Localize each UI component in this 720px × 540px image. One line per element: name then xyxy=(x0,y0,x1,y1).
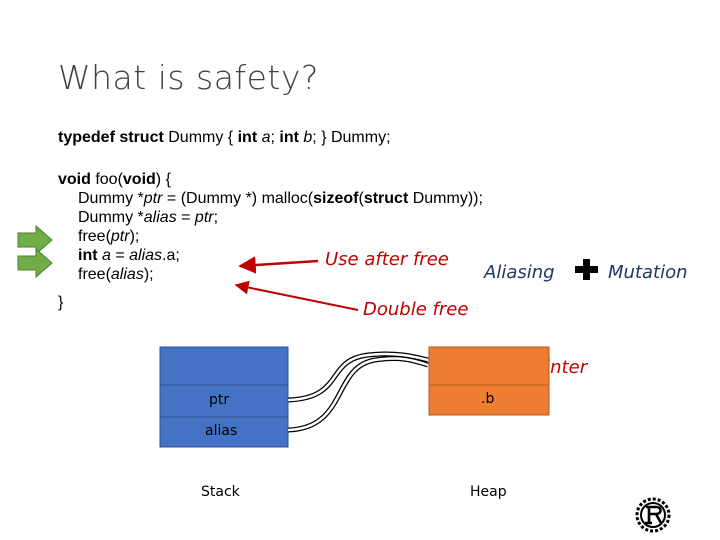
code-text: ) { xyxy=(155,171,171,188)
heap-field-a xyxy=(428,346,550,386)
code-variable: alias xyxy=(143,209,177,226)
code-keyword: int xyxy=(237,129,258,146)
ptr-pointer-curve-inner xyxy=(287,352,429,402)
code-keyword: void xyxy=(122,171,156,188)
code-text: Dummy * xyxy=(78,190,144,207)
code-variable: a xyxy=(261,129,271,146)
code-text: ); xyxy=(129,228,140,245)
code-text: ; xyxy=(213,209,219,226)
code-keyword: void xyxy=(58,171,91,188)
code-variable: alias xyxy=(129,247,163,264)
stack-frame-top xyxy=(159,346,289,386)
code-variable: alias xyxy=(110,266,144,283)
ptr-label: ptr xyxy=(209,392,230,408)
code-text: = xyxy=(176,209,195,226)
code-variable: ptr xyxy=(194,209,214,226)
alias-label: alias xyxy=(205,423,238,439)
code-line-7: } xyxy=(58,293,63,312)
aliasing-label: Aliasing xyxy=(484,262,555,283)
code-text: Dummy)); xyxy=(408,190,483,207)
heap-field-b xyxy=(428,384,550,416)
stack-ptr-slot xyxy=(159,384,289,418)
code-variable: ptr xyxy=(110,228,130,245)
code-line-2: Dummy *ptr = (Dummy *) malloc(sizeof(str… xyxy=(78,189,483,208)
use-after-free-label: Use after free xyxy=(325,249,449,270)
heap-label: Heap xyxy=(470,484,507,500)
code-text: } xyxy=(58,294,64,311)
code-variable: b xyxy=(303,129,313,146)
code-line-3: Dummy *alias = ptr; xyxy=(78,208,218,227)
code-text: ; xyxy=(270,129,280,146)
code-text: foo( xyxy=(90,171,123,188)
plus-icon xyxy=(575,259,598,280)
code-keyword: struct xyxy=(363,190,409,207)
alias-pointer-curve-inner xyxy=(287,357,429,432)
code-variable: ptr xyxy=(143,190,163,207)
double-free-arrow xyxy=(234,280,359,311)
code-text: free( xyxy=(78,266,111,283)
code-text: ( xyxy=(358,190,364,207)
use-after-free-arrow xyxy=(238,256,319,274)
arrow-right-icon xyxy=(17,247,53,279)
arrow-right-icon xyxy=(17,224,53,256)
code-text: .a; xyxy=(162,247,180,264)
code-text: = (Dummy *) malloc( xyxy=(162,190,314,207)
slide-title: What is safety? xyxy=(58,58,319,97)
code-text: Dummy { xyxy=(163,129,238,146)
typedef-line: typedef struct Dummy { int a; int b; } D… xyxy=(58,128,391,147)
heap-field-b-label: .b xyxy=(481,391,495,407)
code-text: ; } Dummy; xyxy=(312,129,391,146)
code-text: ); xyxy=(143,266,154,283)
stack-alias-slot xyxy=(159,416,289,448)
stack-label: Stack xyxy=(201,484,240,500)
code-line-6: free(alias); xyxy=(78,265,154,284)
code-keyword: sizeof xyxy=(313,190,359,207)
code-text: = xyxy=(110,247,130,264)
code-variable: a xyxy=(102,247,111,264)
double-free-label: Double free xyxy=(363,299,469,320)
code-text: Dummy * xyxy=(78,209,144,226)
code-keyword: int xyxy=(279,129,299,146)
code-line-1: void foo(void) { xyxy=(58,170,171,189)
code-line-4: free(ptr); xyxy=(78,227,139,246)
mutation-label: Mutation xyxy=(608,262,688,283)
code-keyword: int xyxy=(78,247,98,264)
code-keyword: typedef struct xyxy=(58,129,164,146)
code-line-5: int a = alias.a; xyxy=(78,246,180,265)
rust-logo-icon xyxy=(635,497,671,533)
code-text: free( xyxy=(78,228,111,245)
